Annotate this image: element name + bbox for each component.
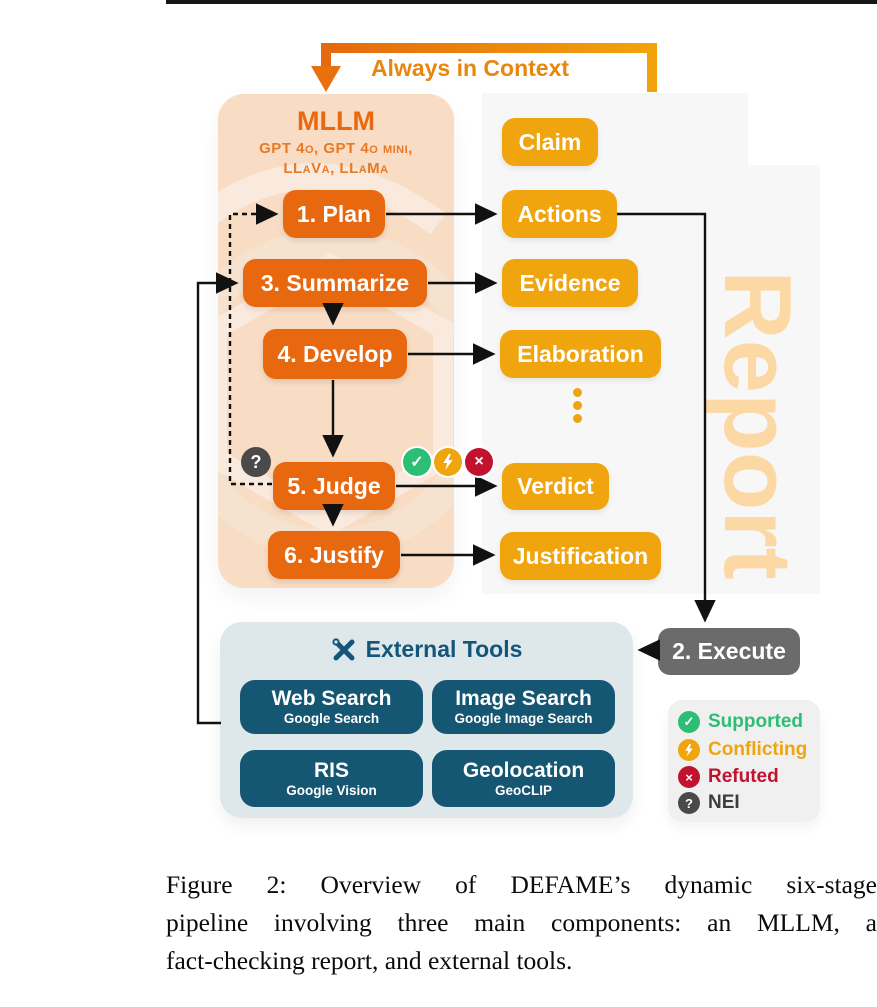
legend-supported: ✓ Supported [678,710,803,734]
page-top-rule [166,0,877,4]
tool-web-search: Web Search Google Search [240,680,423,734]
refuted-cross-icon: × [465,448,493,476]
stage-plan: 1. Plan [283,190,385,238]
caption-line: pipeline involving three main components… [166,908,877,937]
stage-summarize: 3. Summarize [243,259,427,307]
report-block-actions: Actions [502,190,617,238]
stage-judge: 5. Judge [273,462,395,510]
report-block-claim: Claim [502,118,598,166]
mllm-models-line2: LLaVa, LLaMa [283,160,389,177]
mllm-models-line1: GPT 4o, GPT 4o mini, [259,140,413,157]
figure-caption: Figure 2: Overview of DEFAME’s dynamic s… [166,866,877,980]
execute-button: 2. Execute [658,628,800,675]
stage-develop: 4. Develop [263,329,407,379]
report-block-verdict: Verdict [502,463,609,510]
ellipsis-dot [573,401,582,410]
report-block-elaboration: Elaboration [500,330,661,378]
external-tools-title: External Tools [365,636,523,662]
external-tools-header: External Tools [220,636,633,663]
supported-check-icon: ✓ [403,448,431,476]
tool-geolocation: Geolocation GeoCLIP [432,750,615,807]
cross-icon: × [678,766,700,788]
legend-refuted: × Refuted [678,765,779,789]
caption-line: Figure 2: Overview of DEFAME’s dynamic s… [166,870,877,899]
conflicting-lightning-icon [434,448,462,476]
tool-image-search: Image Search Google Image Search [432,680,615,734]
mllm-title: MLLM [297,106,375,136]
external-tools-panel: External Tools Web Search Google Search … [220,622,633,818]
caption-line: fact-checking report, and external tools… [166,946,573,975]
report-watermark-text: Report [704,270,811,580]
always-in-context-label: Always in Context [370,55,570,81]
check-icon: ✓ [678,711,700,733]
question-icon: ? [678,792,700,814]
ellipsis-dot [573,414,582,423]
report-block-justification: Justification [500,532,661,580]
legend-conflicting: Conflicting [678,738,807,762]
verdict-legend: ✓ Supported Conflicting × Refuted ? NEI [668,700,820,822]
tools-icon [332,637,355,660]
legend-nei: ? NEI [678,791,740,815]
document-folded-corner [748,93,820,165]
lightning-icon [678,739,700,761]
context-arrowhead [311,66,341,92]
tool-ris: RIS Google Vision [240,750,423,807]
report-block-evidence: Evidence [502,259,638,307]
nei-question-icon: ? [241,447,271,477]
ellipsis-dot [573,388,582,397]
stage-justify: 6. Justify [268,531,400,579]
